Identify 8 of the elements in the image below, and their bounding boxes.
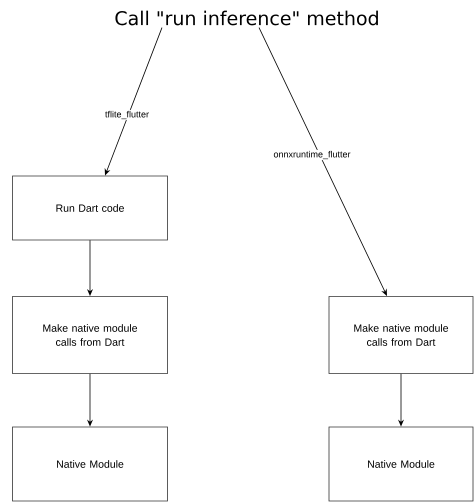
process-box: Make native module calls from Dart (328, 296, 474, 374)
process-box: Make native module calls from Dart (12, 296, 168, 374)
process-box: Run Dart code (12, 176, 168, 240)
edge-label: onnxruntime_flutter (272, 150, 352, 160)
process-box: Native Module (12, 426, 168, 502)
heading-text: Call "run inference" method (115, 10, 378, 26)
process-box: Native Module (328, 426, 474, 502)
edge-label: tflite_flutter (104, 110, 150, 120)
